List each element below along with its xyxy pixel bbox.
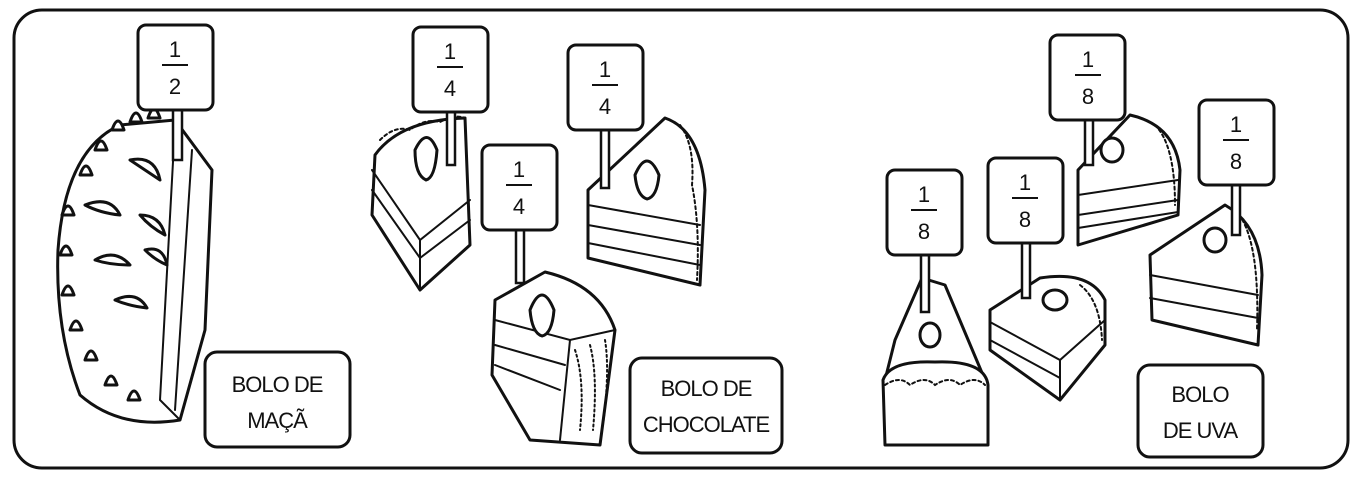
- flag-grape-eighth-4: 1 8: [1197, 98, 1276, 237]
- grape-slice-middle: [988, 274, 1107, 402]
- flag-denominator: 8: [1019, 207, 1031, 232]
- chocolate-slice-bottom: [490, 270, 617, 447]
- label-line-2: CHOCOLATE: [643, 412, 770, 437]
- label-line-2: DE UVA: [1163, 418, 1239, 443]
- flag-grape-eighth-3: 1 8: [1048, 33, 1127, 167]
- chocolate-slice-right: [586, 116, 707, 287]
- flag-numerator: 1: [1082, 47, 1094, 72]
- flag-numerator: 1: [918, 182, 930, 207]
- flag-denominator: 8: [918, 219, 930, 244]
- flag-grape-eighth-1: 1 8: [885, 168, 964, 314]
- grape-slice-cupcake: [881, 276, 990, 447]
- flag-numerator: 1: [513, 157, 525, 182]
- flag-denominator: 8: [1230, 149, 1242, 174]
- chocolate-slice-left: [370, 115, 472, 292]
- flag-denominator: 4: [599, 94, 611, 119]
- flag-numerator: 1: [444, 39, 456, 64]
- label-line-1: BOLO DE: [661, 376, 752, 401]
- flag-grape-eighth-2: 1 8: [986, 156, 1065, 300]
- flag-denominator: 4: [444, 76, 456, 101]
- flag-numerator: 1: [1019, 170, 1031, 195]
- flag-apple-half: 1 2: [136, 23, 215, 162]
- label-line-1: BOLO DE: [232, 372, 323, 397]
- flag-denominator: 2: [169, 74, 181, 99]
- apple-cake-illustration: [56, 107, 214, 424]
- label-line-2: MAÇÃ: [247, 408, 308, 433]
- label-bolo-de-chocolate: BOLO DE CHOCOLATE: [628, 356, 784, 455]
- label-bolo-de-uva: BOLO DE UVA: [1136, 363, 1265, 459]
- flag-numerator: 1: [1230, 112, 1242, 137]
- flag-chocolate-quarter-2: 1 4: [566, 43, 645, 190]
- flag-chocolate-quarter-1: 1 4: [411, 25, 490, 167]
- label-bolo-de-maca: BOLO DE MAÇÃ: [203, 350, 352, 449]
- flag-numerator: 1: [599, 57, 611, 82]
- flag-denominator: 8: [1082, 84, 1094, 109]
- flag-denominator: 4: [513, 194, 525, 219]
- grape-slice-top: [1076, 113, 1182, 247]
- flag-chocolate-quarter-3: 1 4: [480, 143, 559, 285]
- flag-numerator: 1: [169, 37, 181, 62]
- label-line-1: BOLO: [1171, 382, 1229, 407]
